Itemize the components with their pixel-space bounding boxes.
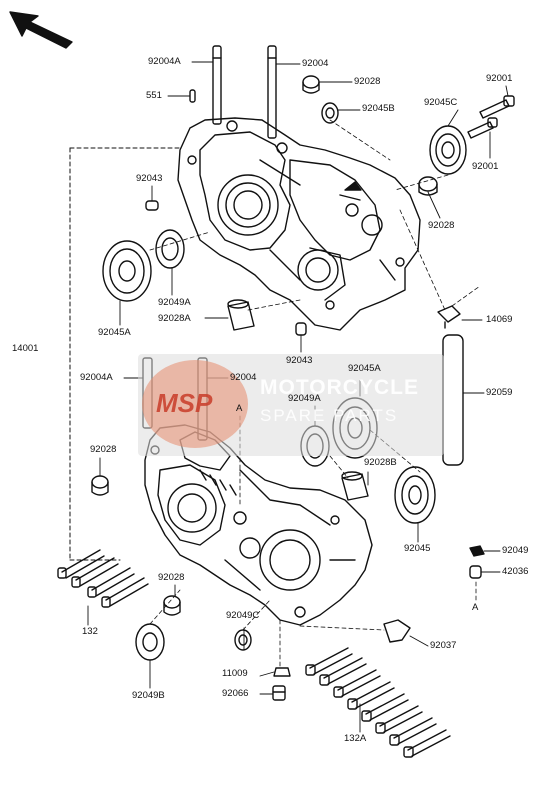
nut-92049 [469,545,485,557]
bolts-132 [57,549,149,608]
label-92043-top: 92043 [136,173,163,184]
label-92043-mid: 92043 [286,355,313,366]
label-92001-a: 92001 [486,73,513,84]
seal-92049B [135,623,165,661]
watermark-logo: MSP [142,360,248,448]
label-92028-bot: 92028 [158,572,185,583]
label-92049B: 92049B [132,690,165,701]
label-92028A: 92028A [158,313,191,324]
pin-551 [189,89,196,103]
watermark: MSP MOTORCYCLE SPARE PARTS [138,354,444,456]
label-92049A-right: 92049A [288,393,321,404]
label-11009: 11009 [222,668,248,679]
dowel-92028-bot [163,595,181,616]
stud-92004A-top [212,45,222,125]
bolt-92001-a [479,95,515,119]
dowel-92043-top [145,200,159,211]
bearing-92045 [394,466,436,524]
dowel-92028-top [302,75,320,94]
stud-92004-top [267,45,277,139]
label-92059: 92059 [486,387,513,398]
label-92045A-left: 92045A [98,327,131,338]
label-92049: 92049 [502,545,529,556]
label-92037: 92037 [430,640,457,651]
label-92004-top: 92004 [302,58,329,69]
cap-42036 [469,565,482,579]
label-A-mid: A [236,403,243,414]
bolt-92001-b [467,117,498,139]
plug-92066 [272,685,286,701]
label-92045B: 92045B [362,103,395,114]
clamp-92037 [383,619,411,643]
label-92049C: 92049C [226,610,260,621]
label-42036: 42036 [502,566,529,577]
upper-crankcase-half [177,117,421,331]
label-132A: 132A [344,733,367,744]
label-92045A-right: 92045A [348,363,381,374]
watermark-title: MOTORCYCLE [260,376,419,399]
seal-92045B [321,102,339,124]
seal-92049C [234,629,252,651]
collar-92028A [227,299,255,331]
bolts-132A [305,647,451,758]
label-92004A-low: 92004A [80,372,113,383]
label-92028-right: 92028 [428,220,455,231]
label-92066: 92066 [222,688,249,699]
seal-92049A-left [155,229,185,269]
label-551: 551 [146,90,162,101]
label-92004-low: 92004 [230,372,257,383]
watermark-subtitle: SPARE PARTS [260,406,399,425]
tube-92059 [442,334,464,466]
label-A-right: A [472,602,479,613]
front-direction-arrow-icon [9,11,73,49]
label-92028-top: 92028 [354,76,381,87]
label-92001-b: 92001 [472,161,499,172]
label-92028B: 92028B [364,457,397,468]
dowel-92028-low [91,475,109,496]
label-132: 132 [82,626,98,637]
label-92049A-left: 92049A [158,297,191,308]
label-92045C: 92045C [424,97,458,108]
bearing-92045C [429,125,467,175]
watermark-logo-text: MSP [156,388,213,418]
collar-92028B [341,471,369,501]
label-92004A-top: 92004A [148,56,181,67]
label-92045: 92045 [404,543,431,554]
label-14001: 14001 [12,343,39,354]
dowel-92043-mid [295,322,307,336]
label-92028-low: 92028 [90,444,117,455]
label-14069: 14069 [486,314,513,325]
bearing-92045A-left [102,240,152,302]
dowel-92028-right [418,176,438,196]
fitting-14069 [437,305,461,329]
part-11009 [273,667,291,677]
